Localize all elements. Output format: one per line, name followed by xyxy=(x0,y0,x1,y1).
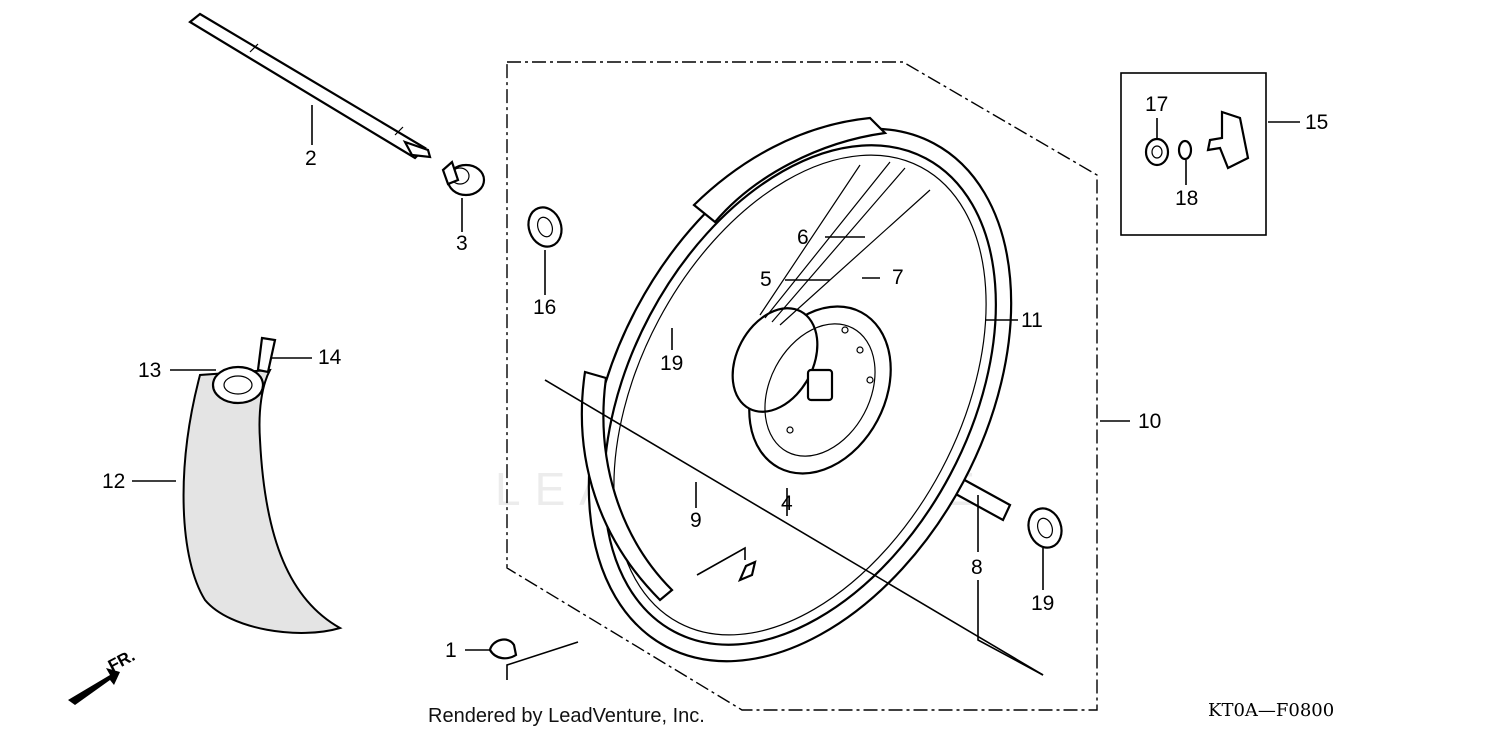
callout-10: 10 xyxy=(1138,410,1161,433)
valve-stem xyxy=(737,560,757,583)
washer-18 xyxy=(1177,139,1193,161)
callout-5: 5 xyxy=(760,268,772,291)
callout-6: 6 xyxy=(797,226,809,249)
tire xyxy=(182,336,343,634)
callout-3: 3 xyxy=(456,232,468,255)
callout-9: 9 xyxy=(690,509,702,532)
callout-7: 7 xyxy=(892,266,904,289)
callout-17: 17 xyxy=(1145,93,1168,116)
callout-14: 14 xyxy=(318,346,342,369)
callout-19-upper: 19 xyxy=(660,352,683,375)
nut-17 xyxy=(1144,137,1170,167)
credit-text: Rendered by LeadVenture, Inc. xyxy=(428,705,705,727)
axle-collar xyxy=(441,160,486,197)
spokes xyxy=(759,161,931,326)
callout-11: 11 xyxy=(1021,309,1043,332)
callout-19-lower: 19 xyxy=(1031,592,1054,615)
speed-sensor-bracket xyxy=(1206,110,1250,170)
callout-18: 18 xyxy=(1175,187,1198,210)
figure-code: KT0A—F0800 xyxy=(1208,700,1334,721)
hub xyxy=(731,305,892,475)
callout-12: 12 xyxy=(102,470,125,493)
callout-2: 2 xyxy=(305,147,317,170)
front-direction-arrow: FR. xyxy=(68,646,138,705)
part-15-box xyxy=(1120,72,1267,236)
callout-16: 16 xyxy=(533,296,556,319)
rim-band xyxy=(580,116,888,602)
bearing-16 xyxy=(527,206,563,248)
callouts: 1 2 3 4 5 6 7 8 9 10 11 12 13 14 15 16 1… xyxy=(102,93,1328,662)
wheel-assembly-outline xyxy=(506,61,1098,711)
valve-cap xyxy=(488,638,518,660)
leader-lines xyxy=(132,105,1300,680)
axle xyxy=(188,12,432,160)
callout-8: 8 xyxy=(971,556,983,579)
callout-13: 13 xyxy=(138,359,161,382)
callout-4: 4 xyxy=(781,492,793,515)
callout-1: 1 xyxy=(445,639,457,662)
callout-15: 15 xyxy=(1305,111,1328,134)
bearing-19-lower xyxy=(1027,507,1063,549)
